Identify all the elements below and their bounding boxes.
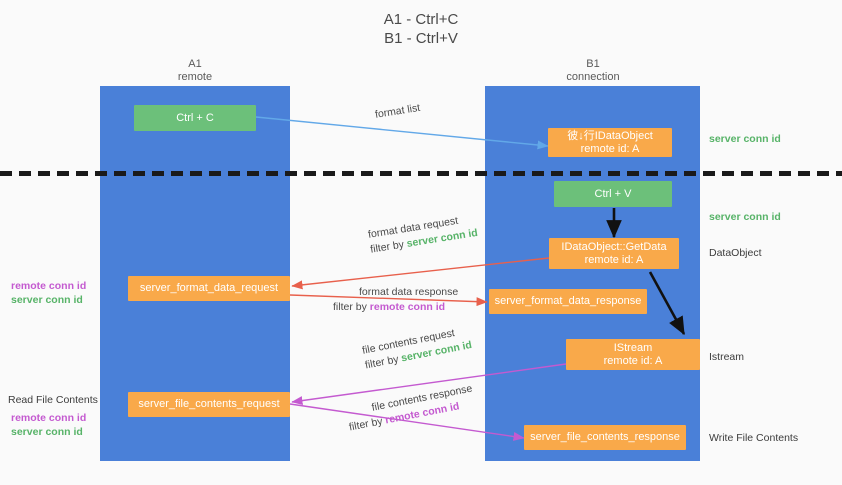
- title-line-2: B1 - Ctrl+V: [384, 30, 458, 47]
- edge-label-format-list: format list: [374, 101, 421, 123]
- box-idataobject-getdata[interactable]: IDataObject::GetData remote id: A: [549, 238, 679, 269]
- annotation-conn-ids-format: remote conn id server conn id: [11, 279, 86, 307]
- edge-label-file-contents-response: file contents response filter by remote …: [345, 382, 477, 436]
- box-idataobject-line1: 彼↓行IDataObject: [567, 129, 653, 142]
- box-server-file-contents-response[interactable]: server_file_contents_response: [524, 425, 686, 450]
- edge-fmt-resp-line1: format data response: [359, 286, 459, 298]
- box-server-file-contents-request[interactable]: server_file_contents_request: [128, 392, 290, 417]
- box-getdata-line2: remote id: A: [584, 253, 644, 266]
- annotation-server-conn-id-2: server conn id: [11, 426, 83, 438]
- annotation-server-conn-id-second: server conn id: [709, 211, 781, 223]
- annotation-conn-ids-file: remote conn id server conn id: [11, 411, 86, 439]
- box-getdata-line1: IDataObject::GetData: [561, 240, 667, 253]
- annotation-istream: Istream: [709, 351, 745, 363]
- box-ctrl-v-label: Ctrl + V: [594, 187, 632, 200]
- lane-header-b1: B1 connection: [523, 58, 663, 84]
- annotation-server-conn-id-1: server conn id: [11, 294, 83, 306]
- lane-a1-name: A1: [188, 58, 202, 70]
- box-ctrl-c[interactable]: Ctrl + C: [134, 105, 256, 131]
- box-fmt-resp-label: server_format_data_response: [494, 295, 642, 307]
- annotation-remote-conn-id-2: remote conn id: [11, 412, 87, 424]
- annotation-read-file-contents: Read File Contents: [8, 394, 98, 406]
- lane-header-a1: A1 remote: [125, 58, 265, 84]
- page-title: A1 - Ctrl+C B1 - Ctrl+V: [0, 10, 842, 48]
- box-ctrl-c-label: Ctrl + C: [176, 111, 214, 124]
- lane-b1-name: B1: [586, 58, 600, 70]
- edge-fmt-resp-line2: filter by remote conn id: [333, 300, 458, 315]
- box-istream-line1: IStream: [613, 341, 653, 354]
- lane-a1-sub: remote: [177, 71, 213, 83]
- edge-label-file-contents-request: file contents request filter by server c…: [361, 323, 473, 373]
- box-istream-line2: remote id: A: [603, 354, 663, 367]
- annotation-remote-conn-id-1: remote conn id: [11, 280, 87, 292]
- box-file-req-label: server_file_contents_request: [138, 398, 280, 410]
- box-fmt-req-label: server_format_data_request: [139, 282, 279, 294]
- edge-fmt-resp-prefix: filter by: [333, 301, 370, 313]
- edge-label-format-data-response: format data response filter by remote co…: [333, 285, 458, 315]
- box-server-format-data-request[interactable]: server_format_data_request: [128, 276, 290, 301]
- box-server-format-data-response[interactable]: server_format_data_response: [489, 289, 647, 314]
- box-idataobject-line2: remote id: A: [580, 142, 640, 155]
- edge-format-list-text: format list: [374, 101, 421, 121]
- box-idataobject[interactable]: 彼↓行IDataObject remote id: A: [548, 128, 672, 157]
- annotation-dataobject: DataObject: [709, 247, 762, 259]
- box-ctrl-v[interactable]: Ctrl + V: [554, 181, 672, 207]
- edge-fmt-resp-filter: remote conn id: [369, 301, 446, 313]
- annotation-server-conn-id-top: server conn id: [709, 133, 781, 145]
- box-istream[interactable]: IStream remote id: A: [566, 339, 700, 370]
- box-file-resp-label: server_file_contents_response: [530, 431, 680, 443]
- phase-divider: [0, 171, 842, 176]
- edge-label-format-data-request: format data request filter by server con…: [367, 211, 479, 258]
- lane-b1-sub: connection: [566, 71, 620, 83]
- title-line-1: A1 - Ctrl+C: [383, 11, 459, 28]
- annotation-write-file-contents: Write File Contents: [709, 432, 799, 444]
